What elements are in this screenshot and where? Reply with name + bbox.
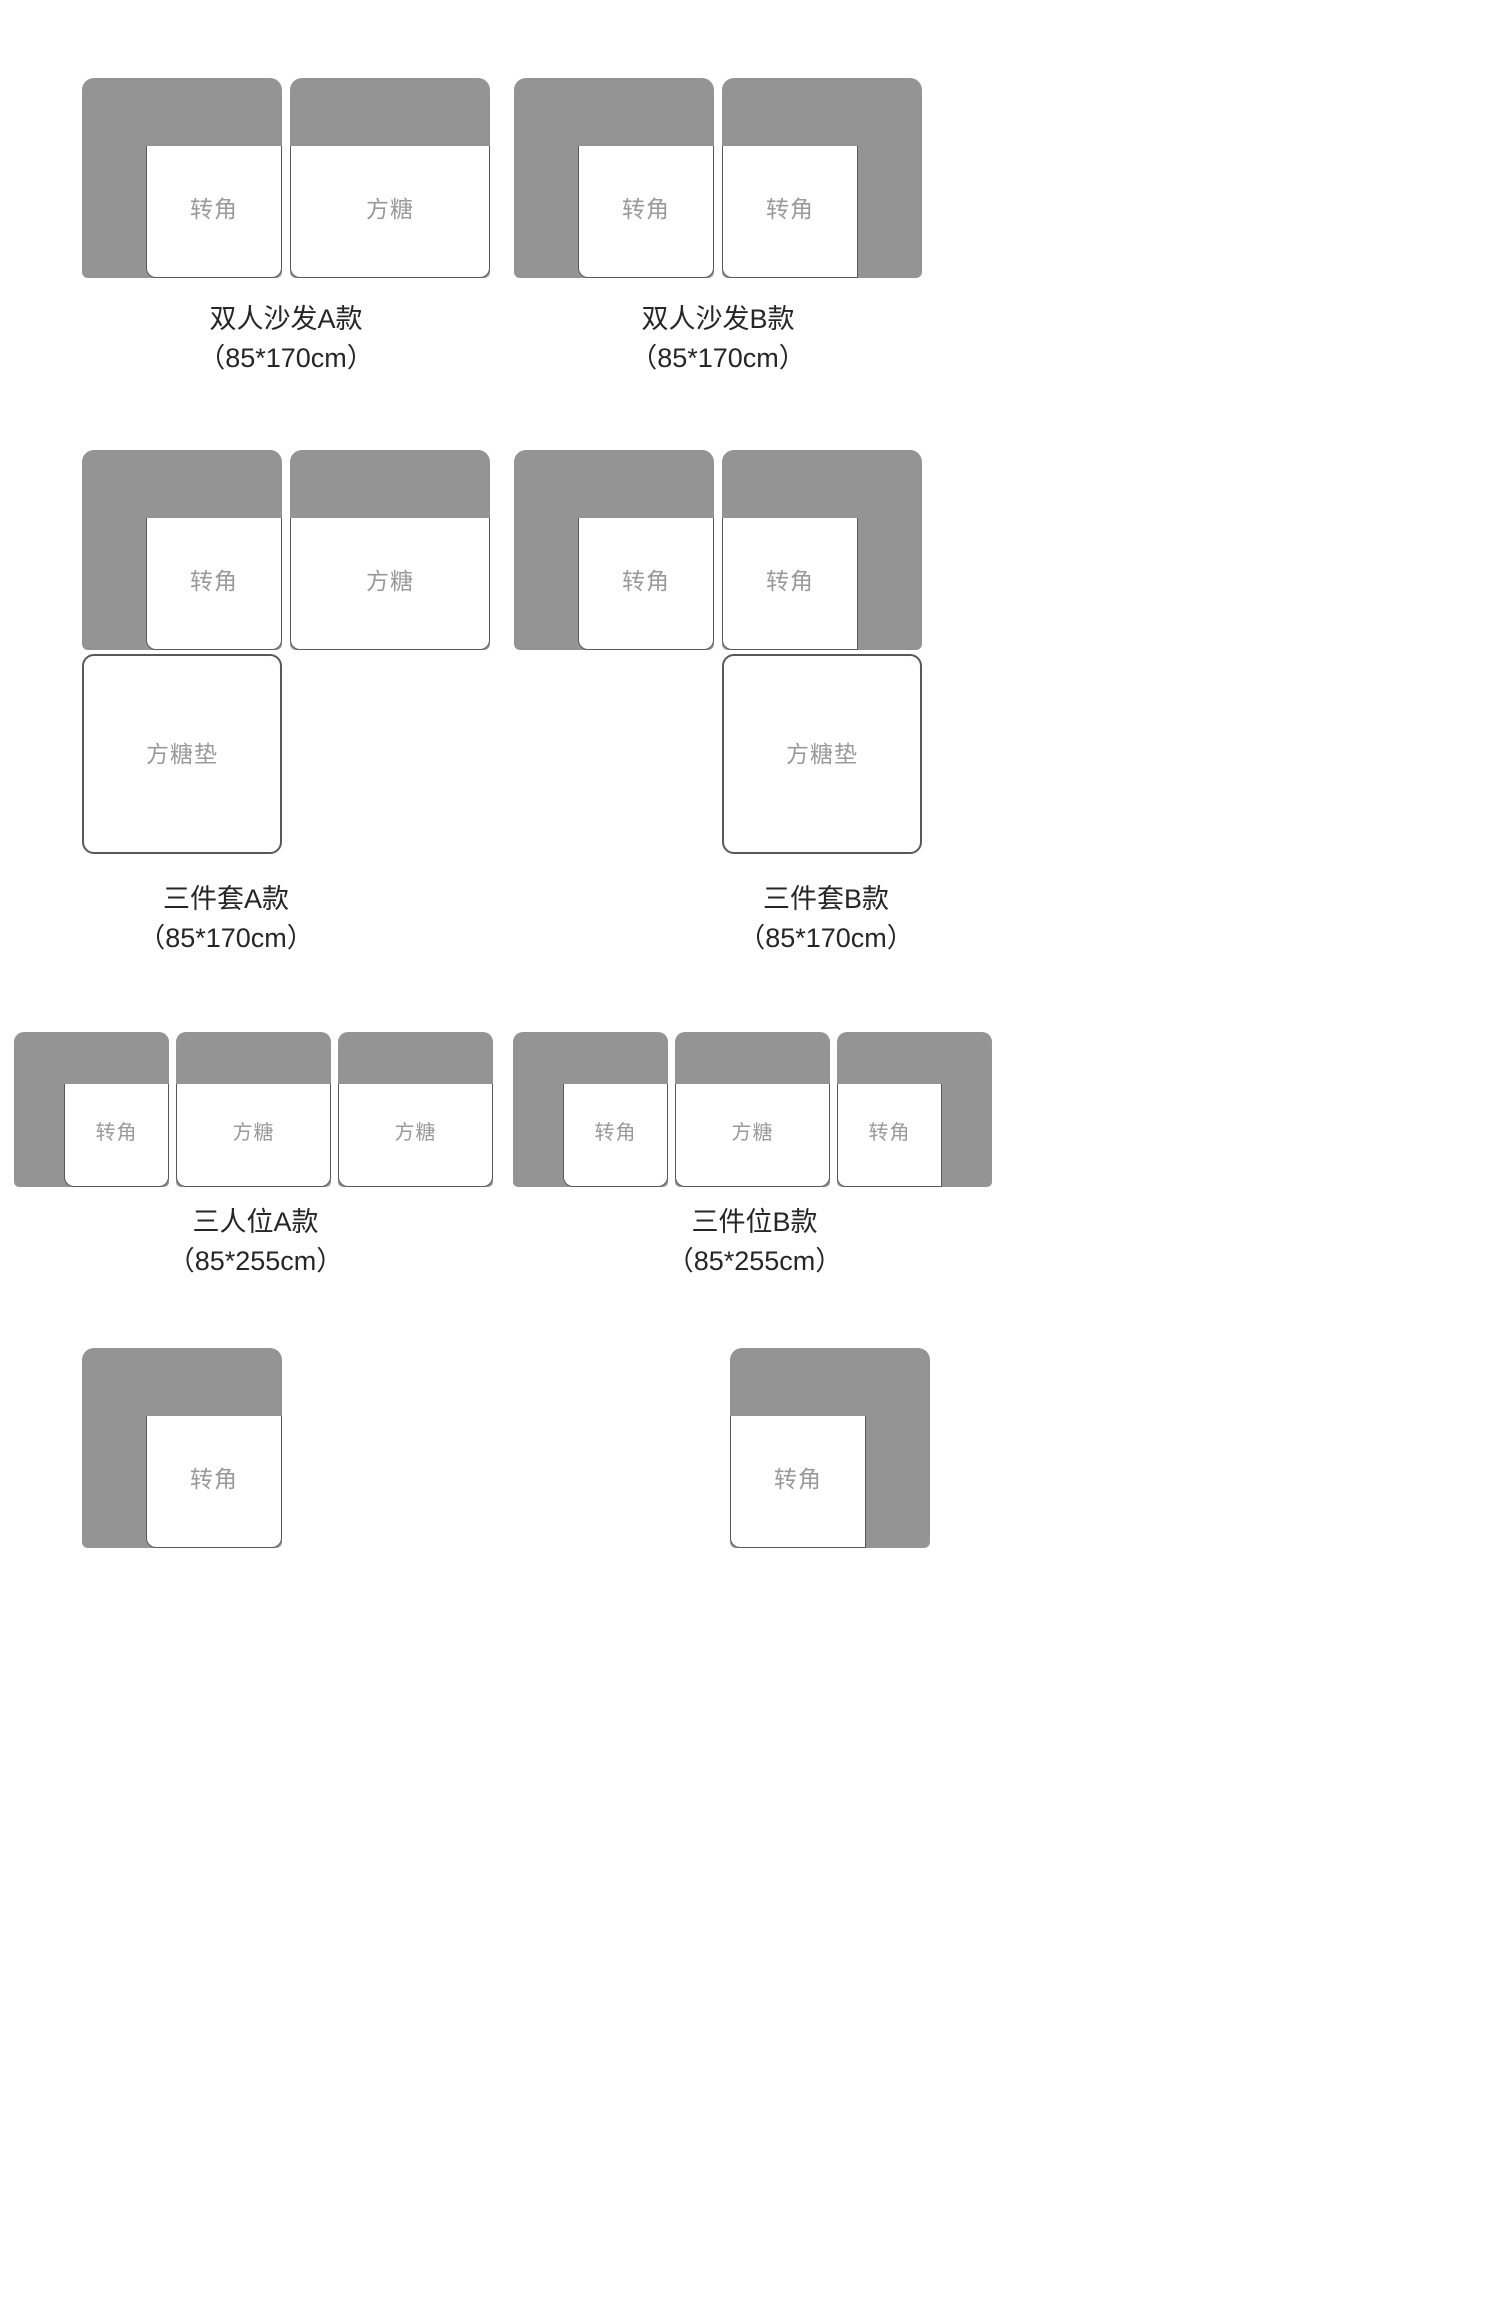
seat-label: 转角 [594,1122,637,1144]
seat-label: 转角 [622,568,670,594]
unit-group: 转角 方糖 [82,78,490,278]
module-title: 三件位B款 [691,1207,818,1237]
unit-corner-right[interactable]: 转角 [722,450,922,650]
seat-label: 方糖 [366,568,414,594]
module-dimension: （85*170cm） [138,923,314,954]
unit-cube[interactable]: 方糖 [290,78,490,278]
seat-label: 转角 [190,1466,238,1492]
product-spec-sheet: 转角 方糖 双人沙发A款 （85*170cm） 转角 [0,0,1012,1568]
module-three-seater-b[interactable]: 转角 方糖 转角 [513,1032,992,1187]
module-title: 三件套B款 [762,884,889,914]
module-bottom-left-partial[interactable]: 转角 [82,1348,282,1568]
seat-pad[interactable]: 方糖 [290,518,490,650]
seat-pad[interactable]: 转角 [146,146,282,278]
module-title: 三件套A款 [162,884,289,914]
module-double-sofa-a[interactable]: 转角 方糖 [82,78,490,278]
seat-label: 转角 [190,568,238,594]
unit-cube[interactable]: 方糖 [675,1032,830,1187]
seat-pad[interactable]: 方糖 [176,1084,331,1187]
module-three-seater-a[interactable]: 转角 方糖 方糖 [14,1032,493,1187]
cushion-pad[interactable]: 方糖垫 [82,654,282,854]
module-title: 三人位A款 [192,1207,319,1237]
seat-pad[interactable]: 转角 [578,146,714,278]
module-dimension: （85*170cm） [198,343,374,374]
unit-group: 转角 方糖 转角 [513,1032,992,1187]
unit-corner-right[interactable]: 转角 [722,78,922,278]
unit-group: 转角 [82,1348,282,1548]
seat-pad[interactable]: 转角 [722,146,858,278]
unit-group: 转角 转角 [514,450,922,650]
caption-double-sofa-a: 双人沙发A款 （85*170cm） [82,300,490,378]
caption-double-sofa-b: 双人沙发B款 （85*170cm） [514,300,922,378]
module-double-sofa-b[interactable]: 转角 转角 [514,78,922,278]
seat-pad[interactable]: 转角 [64,1084,169,1187]
unit-corner-left[interactable]: 转角 [14,1032,169,1187]
unit-corner-right[interactable]: 转角 [730,1348,930,1548]
cushion-label: 方糖垫 [146,740,218,767]
module-bottom-right-partial[interactable]: 转角 [730,1348,930,1568]
unit-corner-left[interactable]: 转角 [514,450,714,650]
caption-three-seater-b: 三件位B款 （85*255cm） [513,1203,996,1281]
seat-pad[interactable]: 转角 [578,518,714,650]
seat-pad[interactable]: 转角 [837,1084,942,1187]
seat-pad[interactable]: 转角 [730,1416,866,1548]
unit-group: 转角 方糖 [82,450,490,650]
caption-three-piece-set-b: 三件套B款 （85*170cm） [622,880,1012,958]
seat-pad[interactable]: 方糖 [675,1084,830,1187]
unit-corner-left[interactable]: 转角 [514,78,714,278]
cushion-pad[interactable]: 方糖垫 [722,654,922,854]
seat-label: 方糖 [232,1122,275,1144]
seat-label: 转角 [622,196,670,222]
unit-cube[interactable]: 方糖 [338,1032,493,1187]
unit-cube[interactable]: 方糖 [290,450,490,650]
caption-three-piece-set-a: 三件套A款 （85*170cm） [22,880,430,958]
unit-corner-left[interactable]: 转角 [82,78,282,278]
seat-label: 转角 [868,1122,911,1144]
module-dimension: （85*255cm） [167,1246,344,1277]
unit-corner-left[interactable]: 转角 [513,1032,668,1187]
unit-group: 转角 方糖 方糖 [14,1032,493,1187]
seat-pad[interactable]: 方糖 [290,146,490,278]
unit-group: 转角 [730,1348,930,1548]
seat-label: 转角 [766,196,814,222]
seat-label: 方糖 [394,1122,437,1144]
cushion-label: 方糖垫 [786,740,858,767]
unit-corner-left[interactable]: 转角 [82,1348,282,1548]
unit-corner-left[interactable]: 转角 [82,450,282,650]
module-dimension: （85*255cm） [666,1246,843,1277]
seat-pad[interactable]: 方糖 [338,1084,493,1187]
unit-cube[interactable]: 方糖 [176,1032,331,1187]
module-three-piece-set-a[interactable]: 转角 方糖 方糖垫 [82,450,490,854]
seat-label: 转角 [774,1466,822,1492]
module-dimension: （85*170cm） [630,343,806,374]
seat-label: 转角 [95,1122,138,1144]
seat-pad[interactable]: 转角 [563,1084,668,1187]
seat-pad[interactable]: 转角 [146,1416,282,1548]
module-dimension: （85*170cm） [738,923,914,954]
seat-label: 方糖 [731,1122,774,1144]
seat-label: 转角 [766,568,814,594]
module-title: 双人沙发A款 [209,304,363,334]
module-three-piece-set-b[interactable]: 转角 转角 方糖垫 [514,450,922,854]
unit-corner-right[interactable]: 转角 [837,1032,992,1187]
seat-pad[interactable]: 转角 [722,518,858,650]
seat-label: 方糖 [366,196,414,222]
seat-pad[interactable]: 转角 [146,518,282,650]
seat-label: 转角 [190,196,238,222]
unit-group: 转角 转角 [514,78,922,278]
caption-three-seater-a: 三人位A款 （85*255cm） [14,1203,497,1281]
module-title: 双人沙发B款 [641,304,795,334]
